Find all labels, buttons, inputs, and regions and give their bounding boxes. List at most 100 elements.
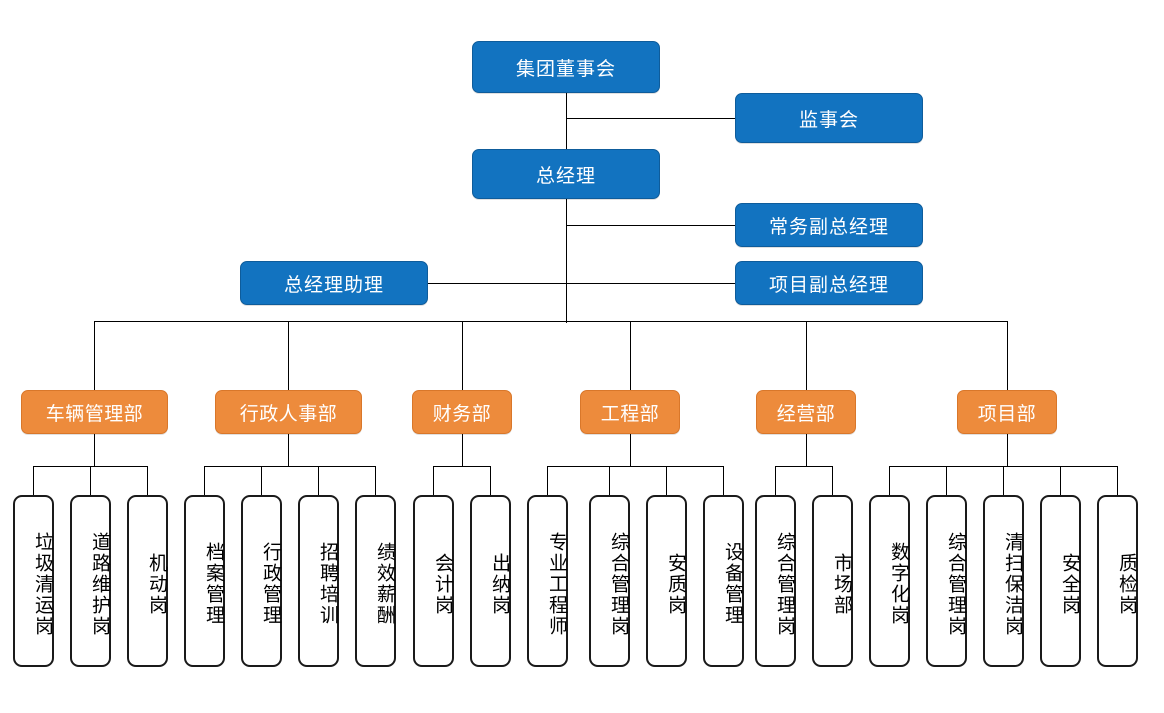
position-node-eng-general-management[interactable]: 综合管理岗	[589, 495, 630, 667]
department-node-operations[interactable]: 经营部	[756, 390, 856, 434]
node-label: 垃圾清运岗	[32, 531, 54, 637]
node-label: 行政管理	[260, 542, 282, 626]
connector-proj-d4	[1060, 466, 1061, 495]
node-label: 总经理	[535, 165, 596, 187]
connector-eng-bus	[547, 466, 723, 467]
connector-ops-d2	[832, 466, 833, 495]
connector-vehicle-d2	[90, 466, 91, 495]
node-label: 常务副总经理	[768, 216, 889, 238]
department-node-project-department[interactable]: 项目部	[957, 390, 1057, 434]
connector-bus-to-finance	[462, 321, 463, 390]
node-label: 质检岗	[1116, 552, 1138, 616]
connector-eng-d2	[609, 466, 610, 495]
connector-admin-d2	[261, 466, 262, 495]
node-label: 设备管理	[722, 542, 744, 626]
position-node-recruitment-training[interactable]: 招聘培训	[298, 495, 339, 667]
node-label: 综合管理岗	[774, 531, 796, 637]
connector-department-bus	[94, 321, 1007, 322]
connector-bus-to-vehicle	[94, 321, 95, 390]
position-node-professional-engineer[interactable]: 专业工程师	[527, 495, 568, 667]
exec-node-general-manager[interactable]: 总经理	[472, 149, 660, 199]
position-node-garbage-transport-post[interactable]: 垃圾清运岗	[13, 495, 54, 667]
node-label: 数字化岗	[888, 542, 910, 626]
connector-finance-bus	[433, 466, 490, 467]
connector-board-to-gm-stem	[566, 93, 567, 149]
connector-vehicle-d3	[147, 466, 148, 495]
connector-assistant-to-gm-stem	[428, 283, 566, 284]
connector-eng-d4	[723, 466, 724, 495]
node-label: 总经理助理	[283, 274, 384, 296]
connector-ops-d1	[775, 466, 776, 495]
connector-proj-d3	[1003, 466, 1004, 495]
position-node-equipment-management[interactable]: 设备管理	[703, 495, 744, 667]
position-node-flexible-duty-post[interactable]: 机动岗	[127, 495, 168, 667]
exec-node-board[interactable]: 集团董事会	[472, 41, 660, 93]
connector-bus-to-engineering	[630, 321, 631, 390]
exec-node-supervisory-board[interactable]: 监事会	[735, 93, 923, 143]
connector-gm-to-project-deputy	[566, 283, 735, 284]
connector-proj-d5	[1117, 466, 1118, 495]
connector-vehicle-d1	[33, 466, 34, 495]
connector-eng-stem	[630, 434, 631, 466]
connector-admin-d4	[375, 466, 376, 495]
node-label: 车辆管理部	[45, 403, 144, 425]
node-label: 项目部	[977, 403, 1037, 425]
connector-eng-d3	[666, 466, 667, 495]
position-node-proj-general-management[interactable]: 综合管理岗	[926, 495, 967, 667]
node-label: 招聘培训	[317, 542, 339, 626]
connector-bus-to-operations	[806, 321, 807, 390]
connector-board-to-supervisory	[566, 118, 735, 119]
connector-gm-down-stem	[566, 199, 567, 239]
connector-admin-d1	[204, 466, 205, 495]
position-node-marketing-department[interactable]: 市场部	[812, 495, 853, 667]
position-node-admin-management[interactable]: 行政管理	[241, 495, 282, 667]
node-label: 安质岗	[665, 552, 687, 616]
position-node-digitalization-post[interactable]: 数字化岗	[869, 495, 910, 667]
node-label: 专业工程师	[546, 531, 568, 637]
position-node-performance-salary[interactable]: 绩效薪酬	[355, 495, 396, 667]
position-node-safety-post[interactable]: 安全岗	[1040, 495, 1081, 667]
position-node-quality-inspection-post[interactable]: 质检岗	[1097, 495, 1138, 667]
node-label: 综合管理岗	[945, 531, 967, 637]
node-label: 安全岗	[1059, 552, 1081, 616]
node-label: 机动岗	[146, 552, 168, 616]
department-node-finance[interactable]: 财务部	[412, 390, 512, 434]
department-node-admin-hr[interactable]: 行政人事部	[215, 390, 362, 434]
connector-finance-stem	[462, 434, 463, 466]
connector-finance-d1	[433, 466, 434, 495]
connector-vehicle-stem	[94, 434, 95, 466]
department-node-vehicle-management[interactable]: 车辆管理部	[21, 390, 168, 434]
connector-admin-stem	[288, 434, 289, 466]
connector-bus-to-project	[1007, 321, 1008, 390]
connector-ops-stem	[806, 434, 807, 466]
connector-ops-bus	[775, 466, 832, 467]
department-node-engineering[interactable]: 工程部	[580, 390, 680, 434]
connector-bus-to-admin	[288, 321, 289, 390]
node-label: 市场部	[831, 552, 853, 616]
position-node-road-maintenance-post[interactable]: 道路维护岗	[70, 495, 111, 667]
exec-node-gm-assistant[interactable]: 总经理助理	[240, 261, 428, 305]
connector-proj-d2	[946, 466, 947, 495]
connector-admin-d3	[318, 466, 319, 495]
node-label: 档案管理	[203, 542, 225, 626]
position-node-cashier-post[interactable]: 出纳岗	[470, 495, 511, 667]
node-label: 集团董事会	[515, 58, 616, 80]
connector-gm-to-exec-deputy	[566, 225, 735, 226]
position-node-cleaning-post[interactable]: 清扫保洁岗	[983, 495, 1024, 667]
node-label: 出纳岗	[489, 552, 511, 616]
connector-admin-bus	[204, 466, 375, 467]
node-label: 经营部	[776, 403, 836, 425]
exec-node-exec-deputy-gm[interactable]: 常务副总经理	[735, 203, 923, 247]
position-node-ops-general-management[interactable]: 综合管理岗	[755, 495, 796, 667]
connector-proj-stem	[1007, 434, 1008, 466]
node-label: 道路维护岗	[89, 531, 111, 637]
position-node-accounting-post[interactable]: 会计岗	[413, 495, 454, 667]
node-label: 财务部	[432, 403, 492, 425]
node-label: 监事会	[798, 109, 859, 131]
node-label: 综合管理岗	[608, 531, 630, 637]
position-node-safety-quality-post[interactable]: 安质岗	[646, 495, 687, 667]
position-node-archive-management[interactable]: 档案管理	[184, 495, 225, 667]
node-label: 行政人事部	[239, 403, 338, 425]
exec-node-project-deputy-gm[interactable]: 项目副总经理	[735, 261, 923, 305]
